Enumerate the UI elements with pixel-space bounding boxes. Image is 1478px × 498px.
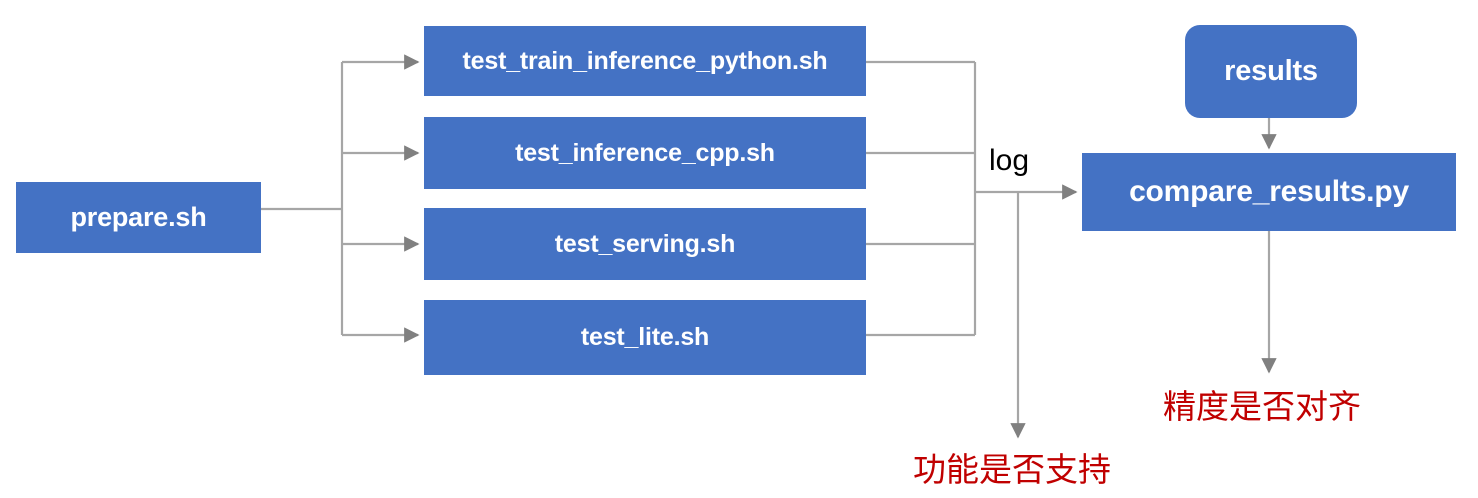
- node-test-inference-cpp-sh[interactable]: test_inference_cpp.sh: [424, 117, 866, 189]
- edge-label-log: log: [989, 144, 1030, 177]
- node-compare-results-py[interactable]: compare_results.py: [1082, 153, 1456, 231]
- node-test-serving-sh[interactable]: test_serving.sh: [424, 208, 866, 280]
- node-test-train-inference-python-sh[interactable]: test_train_inference_python.sh: [424, 26, 866, 96]
- node-prepare-sh[interactable]: prepare.sh: [16, 182, 261, 253]
- note-accuracy-aligned: 精度是否对齐: [1163, 387, 1361, 426]
- note-function-supported: 功能是否支持: [913, 450, 1111, 489]
- node-results[interactable]: results: [1185, 25, 1357, 118]
- node-test-lite-sh[interactable]: test_lite.sh: [424, 300, 866, 375]
